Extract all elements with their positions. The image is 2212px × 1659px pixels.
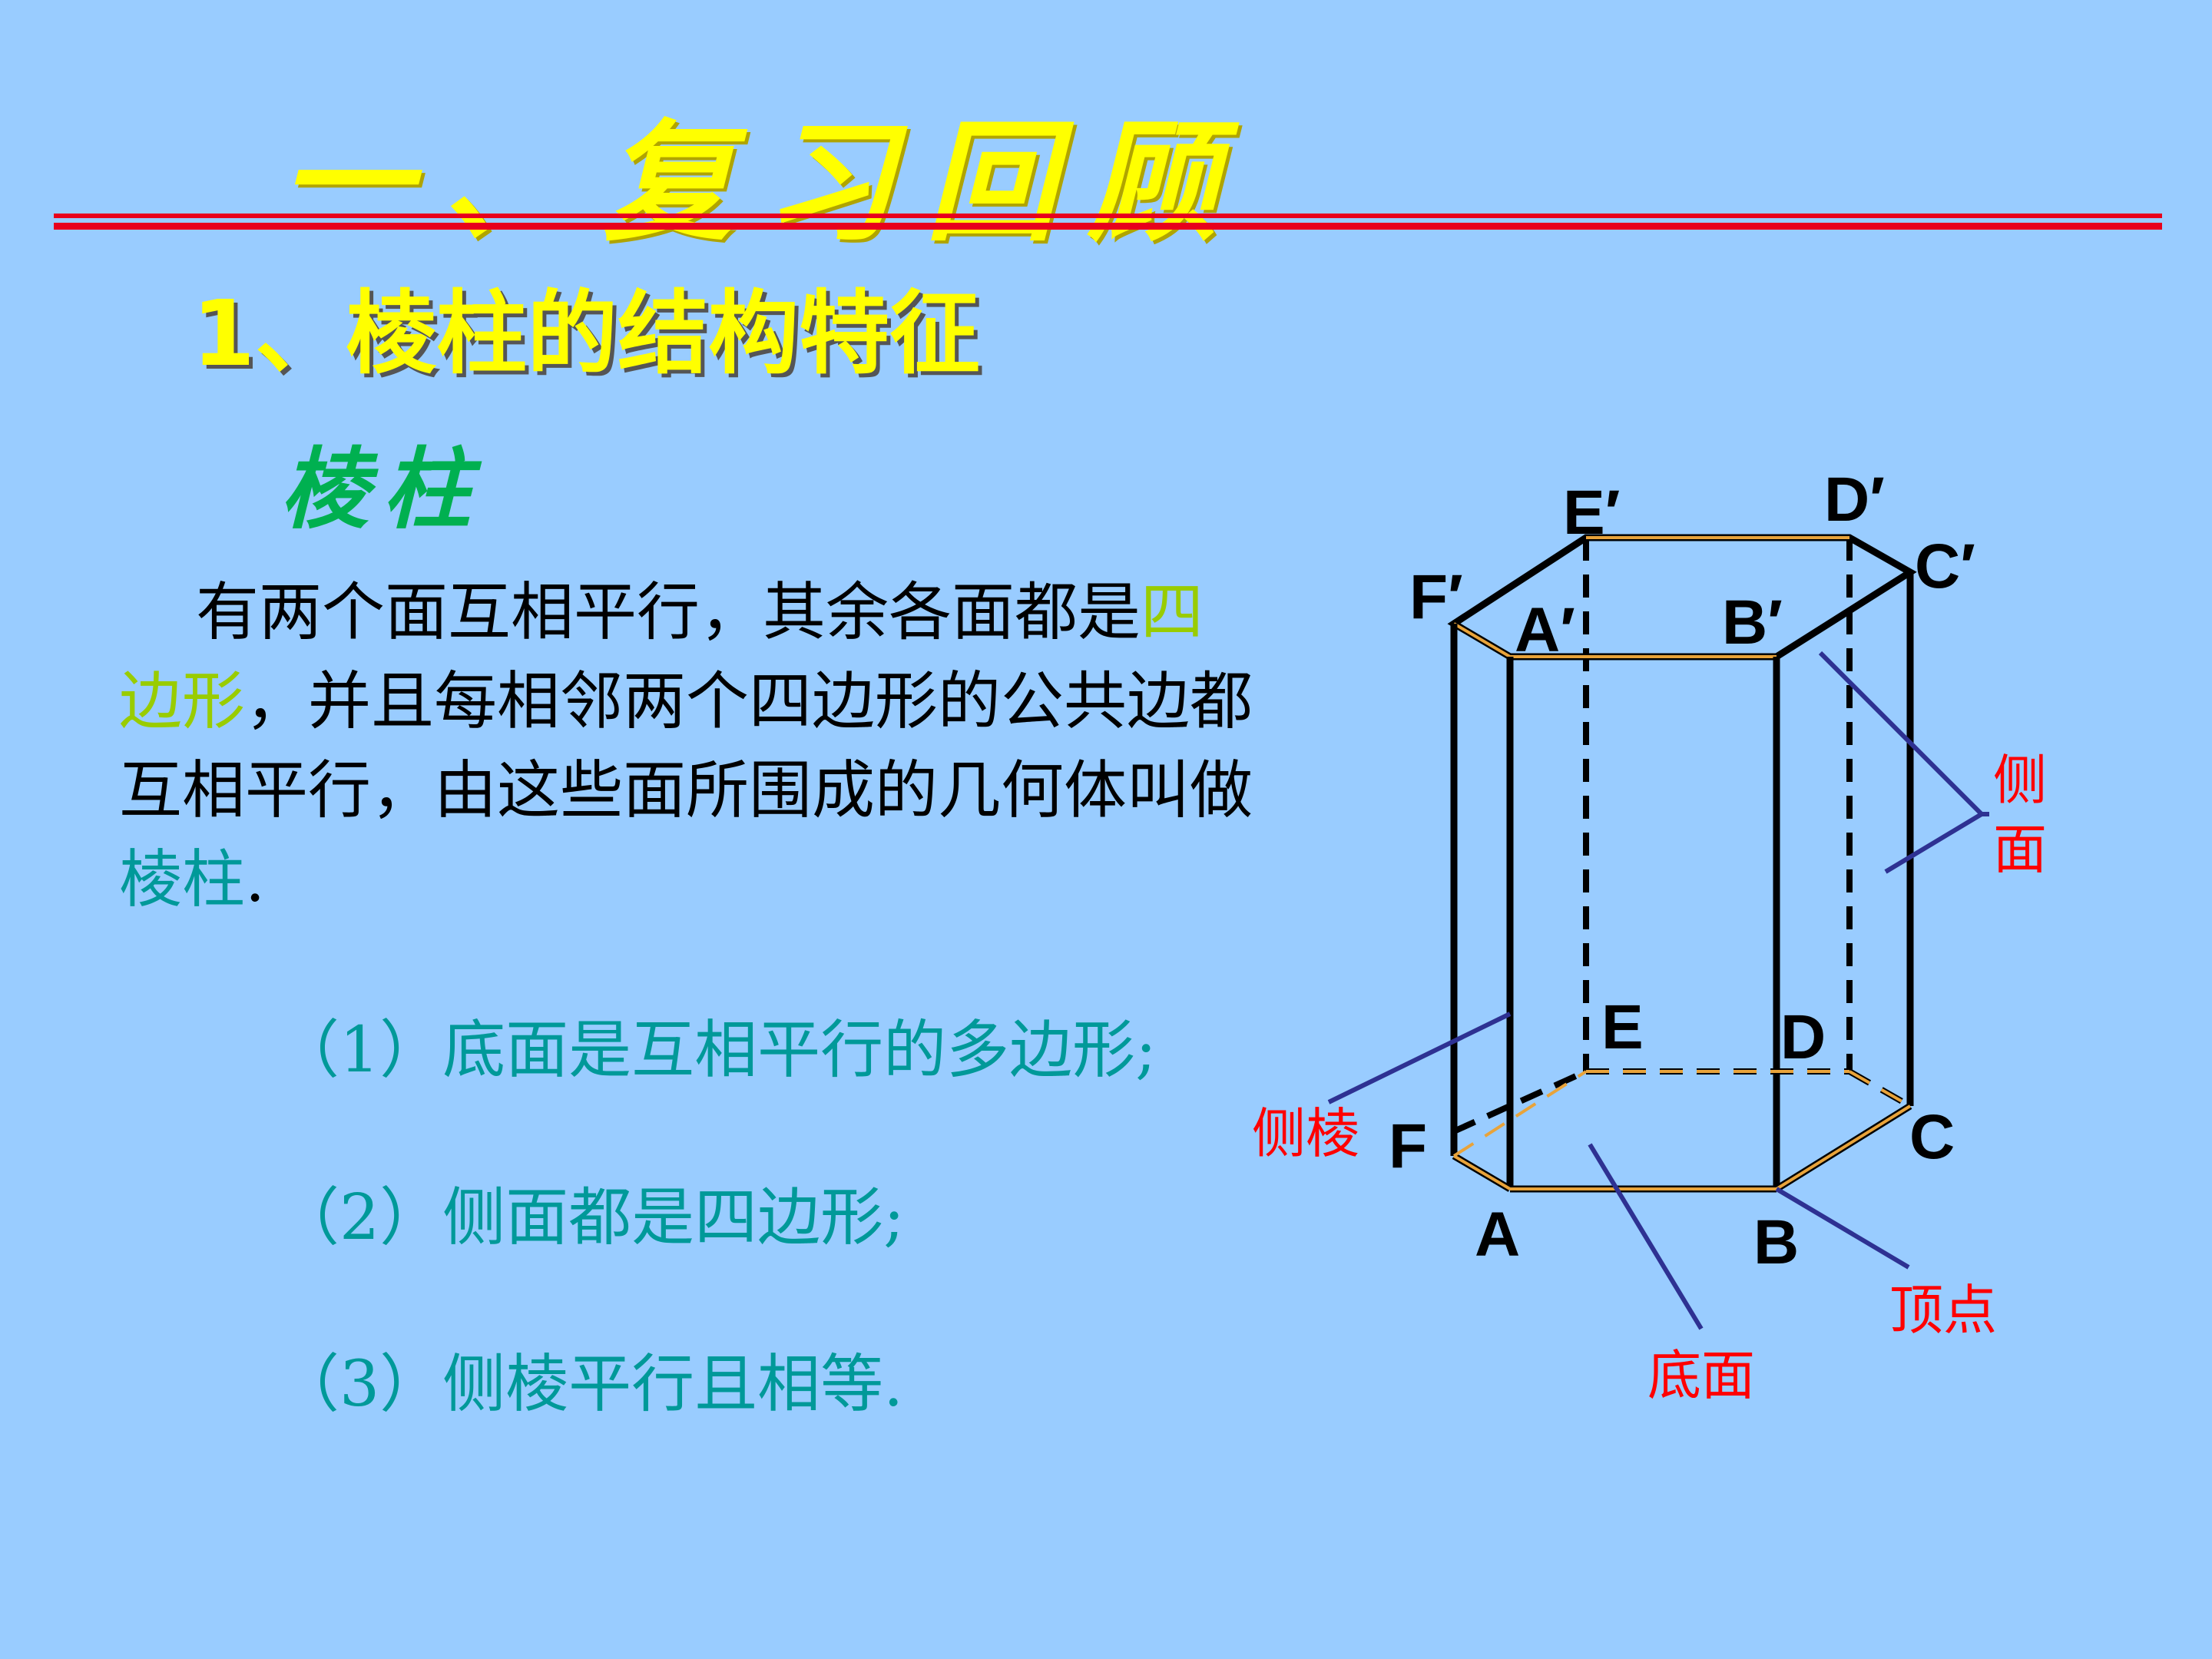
label-vertex-F: F [1389,1111,1427,1181]
property-2: （2）侧面都是四边形; [276,1181,905,1254]
definition-highlight-prism: 棱柱 [119,843,246,916]
definition-text-1: 有两个面互相平行，其余各面都是 [196,576,1141,649]
bottom-edge-highlight-4 [1452,1070,1588,1157]
callout-line-lateral-face-2 [1884,812,1983,874]
callout-line-lateral-face-1 [1818,651,1984,816]
callout-label-lateral-face-2: 面 [1993,818,2047,881]
label-vertex-B: B [1753,1207,1799,1277]
label-vertex-E1: E′ [1563,478,1620,548]
title-rule-bottom [54,223,2162,230]
callout-label-lateral-edge: 侧棱 [1252,1102,1359,1165]
label-vertex-D: D [1780,1002,1826,1072]
property-1: （1）底面是互相平行的多边形; [276,1014,1157,1087]
property-3: （3）侧棱平行且相等. [276,1348,904,1421]
label-vertex-F1: F′ [1409,562,1463,632]
bottom-edge-highlight-3 [1452,1154,1512,1190]
callout-label-lateral-face-1: 侧 [1993,749,2047,812]
label-vertex-B1: B′ [1722,588,1783,657]
slide-title: 一、复习回顾 [280,106,1249,260]
callout-label-base: 底面 [1647,1344,1755,1407]
bottom-edge-highlight-6 [1849,1070,1911,1108]
label-vertex-E: E [1601,992,1644,1062]
label-vertex-C: C [1909,1102,1955,1172]
section-subtitle: 1、棱柱的结构特征 [192,280,981,386]
hidden-edge-FE [1452,1068,1588,1134]
term-heading: 棱柱 [280,438,485,541]
label-vertex-C1: C′ [1915,531,1975,601]
callout-label-vertex: 顶点 [1889,1279,1997,1342]
top-edge-highlight-2 [1452,622,1512,658]
callout-lines [1327,651,1989,1330]
lateral-edges [1450,572,1914,1189]
label-vertex-A1: A′ [1515,595,1575,665]
label-vertex-A: A [1475,1200,1520,1270]
definition-text-2: ，并且每相邻两个四边形的公共边都互相平行，由这些面所围成的几何体叫做 [119,665,1253,827]
callout-line-lateral-edge [1327,1012,1512,1104]
callout-line-vertex [1775,1187,1910,1270]
title-rule-top [54,214,2162,218]
callout-line-base [1588,1143,1704,1330]
bottom-edge-highlight-2 [1775,1104,1912,1190]
definition-highlight-quadrilateral: 四边形 [119,576,1204,738]
definition-paragraph: 有两个面互相平行，其余各面都是四边形，并且每相邻两个四边形的公共边都互相平行，由… [119,568,1256,925]
definition-text-3: . [245,843,266,916]
label-vertex-D1: D′ [1824,465,1885,535]
